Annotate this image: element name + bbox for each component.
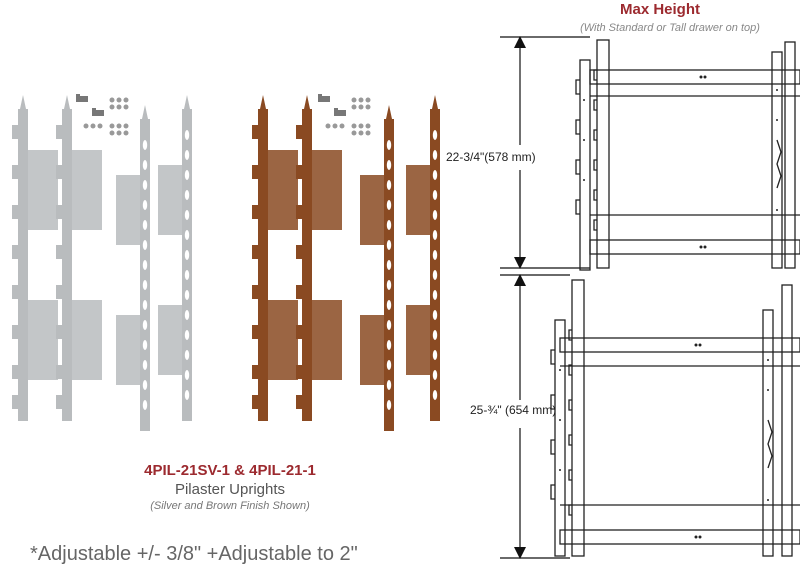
product-name: Pilaster Uprights: [174, 481, 286, 498]
dimension-lower: [500, 274, 570, 559]
product-code: 4PIL-21SV-1 & 4PIL-21-1: [144, 462, 316, 479]
lower-drawer-frame: [550, 279, 800, 557]
max-height-title: Max Height: [619, 1, 700, 18]
silver-pilaster-set: [12, 94, 192, 431]
dimension-lower-label: 25-¾" (654 mm): [470, 403, 557, 417]
upper-drawer-frame: [575, 39, 800, 271]
max-height-diagram: [500, 36, 800, 559]
upper-frame-holes: [583, 75, 778, 249]
lower-frame-holes: [559, 343, 769, 539]
product-finish-note: (Silver and Brown Finish Shown): [150, 500, 310, 512]
brown-pilaster-set: [252, 94, 440, 431]
max-height-subtitle: (With Standard or Tall drawer on top): [580, 22, 760, 34]
dimension-upper-label: 22-3/4"(578 mm): [446, 150, 536, 164]
pilaster-photos: [12, 94, 440, 431]
dimension-upper: [500, 36, 590, 269]
adjustment-footnote: *Adjustable +/- 3/8" +Adjustable to 2": [30, 543, 358, 565]
